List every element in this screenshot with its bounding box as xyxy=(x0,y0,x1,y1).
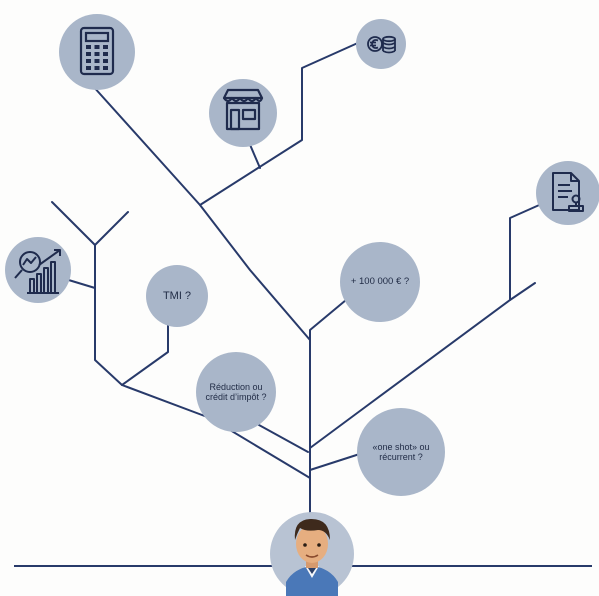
coins-euro-icon xyxy=(367,35,396,54)
document-stamp-icon xyxy=(552,172,584,212)
document-node xyxy=(536,161,599,225)
coins-node xyxy=(356,19,406,69)
amount-node xyxy=(340,242,420,322)
chart-magnifier-icon xyxy=(14,249,61,294)
person-avatar xyxy=(286,518,338,596)
calculator-icon xyxy=(79,26,115,76)
tmi-node xyxy=(146,265,208,327)
recurrence-node xyxy=(357,408,445,496)
tree-branches xyxy=(51,41,556,521)
reduction-node xyxy=(196,352,276,432)
shop-icon xyxy=(222,88,264,131)
